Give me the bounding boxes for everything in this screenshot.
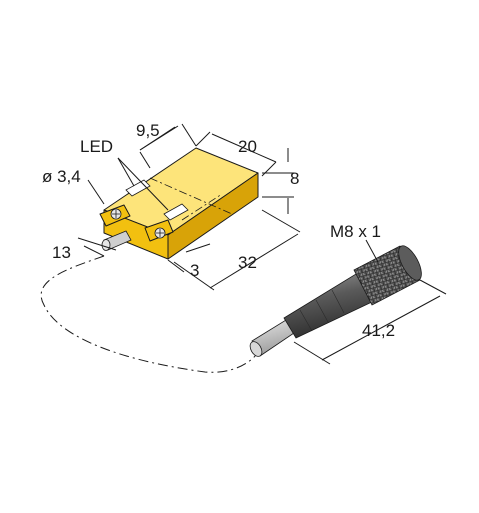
label-height-8: 8 <box>290 169 299 188</box>
connector-assembly <box>249 245 422 357</box>
sensor-center-line-2 <box>181 193 223 221</box>
dimension-lines <box>77 123 447 365</box>
screw-slot-right <box>156 229 164 237</box>
screw-slot-left <box>112 210 120 218</box>
label-dim-3: 3 <box>190 261 199 280</box>
led-window-left <box>125 179 151 197</box>
sensor-center-line <box>149 177 233 215</box>
label-length-32: 32 <box>238 253 257 272</box>
label-width-20: 20 <box>238 137 257 156</box>
sensor-front-face <box>103 209 169 260</box>
label-width-9-5: 9,5 <box>136 121 160 140</box>
connector-grip <box>283 273 373 339</box>
label-connector: M8 x 1 <box>330 222 381 241</box>
label-led: LED <box>80 137 113 156</box>
cable-end <box>249 341 263 357</box>
label-length-41-2: 41,2 <box>362 321 395 340</box>
connector-face <box>398 245 422 281</box>
cable-dashed-path <box>40 255 261 373</box>
sensor-body <box>99 147 259 260</box>
led-window-right <box>163 203 189 221</box>
label-dim-13: 13 <box>52 243 71 262</box>
label-diameter: ø 3,4 <box>42 167 81 186</box>
